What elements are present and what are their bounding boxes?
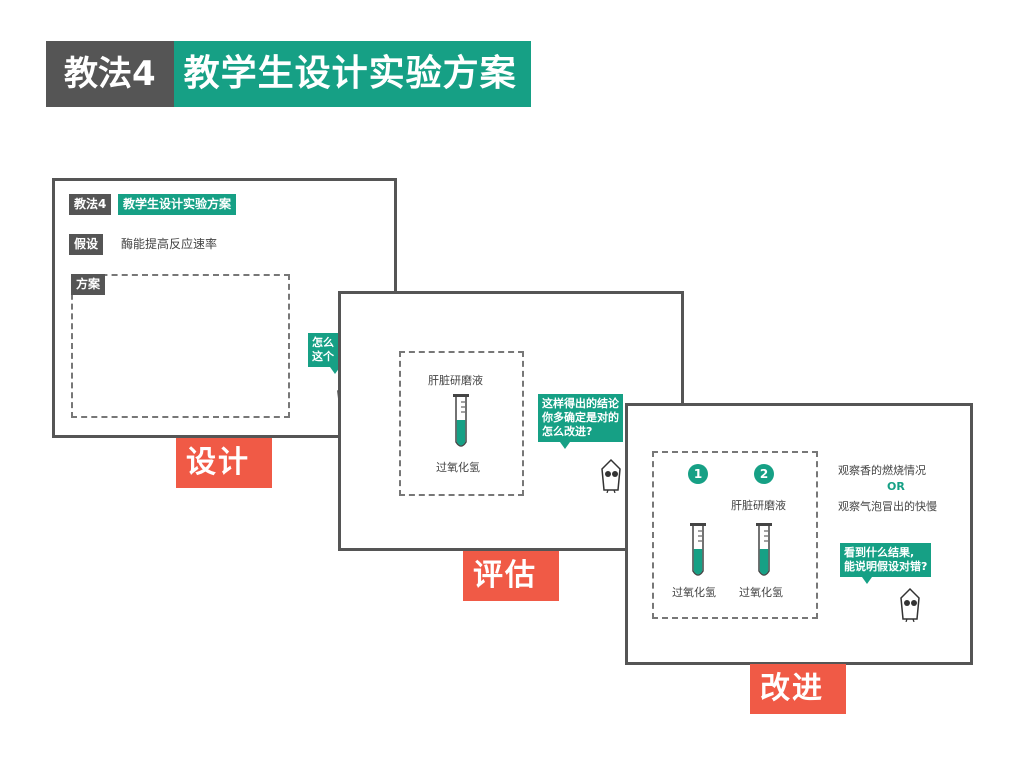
tube-top-label: 肝脏研磨液 [428,374,483,387]
hypothesis-tag: 假设 [69,234,104,255]
plan-box [71,274,290,418]
tube-bottom-label: 过氧化氢 [436,461,480,474]
tube-2-bottom-label: 过氧化氢 [739,586,783,599]
plan-tag: 方案 [71,274,106,295]
step-1-badge: 1 [688,464,708,484]
test-tube-icon [690,523,706,576]
test-tube-icon [756,523,772,576]
hypothesis-text: 酶能提高反应速率 [121,237,218,251]
question-bubble: 这样得出的结论 你多确定是对的 怎么改进? [538,394,623,449]
stage-label-improve: 改进 [750,664,846,714]
experiment-box [399,351,524,496]
test-tube-icon [453,394,469,447]
slide-improve[interactable]: 1 2 肝脏研磨液 过氧化氢 过氧化氢 观察香的燃烧情况 OR 观察气泡冒出的快… [625,403,973,665]
observe-option-1: 观察香的燃烧情况 [838,464,926,477]
question-bubble: 怎么 这个 [308,333,340,374]
scientist-icon [900,587,920,622]
slide-tag: 教法4 [69,194,112,215]
tube-1-bottom-label: 过氧化氢 [672,586,716,599]
title-tag: 教法4 [46,41,174,107]
observe-option-2: 观察气泡冒出的快慢 [838,500,937,513]
title-text: 教学生设计实验方案 [173,41,531,107]
question-bubble: 看到什么结果, 能说明假设对错? [840,543,932,584]
or-label: OR [887,480,905,493]
slide-title: 教学生设计实验方案 [118,194,237,215]
stage-label-design: 设计 [176,438,272,488]
scientist-icon [601,458,621,493]
page-title: 教法4 教学生设计实验方案 [46,41,531,107]
step-2-badge: 2 [754,464,774,484]
stage-label-evaluate: 评估 [463,551,559,601]
experiment-box [652,451,818,619]
tube-2-top-label: 肝脏研磨液 [731,499,786,512]
